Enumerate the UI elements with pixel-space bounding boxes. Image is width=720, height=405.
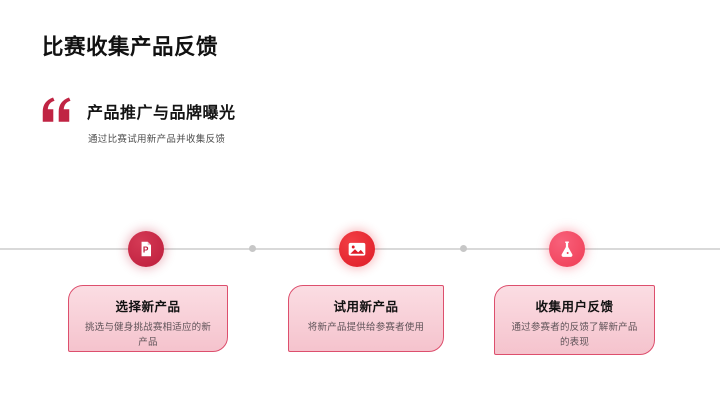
step-card-1: 选择新产品 挑选与健身挑战赛相适应的新产品: [68, 285, 228, 352]
card-body: 将新产品提供给参赛者使用: [307, 322, 425, 333]
timeline-dot: [249, 245, 256, 252]
ppt-file-icon: P: [141, 241, 151, 257]
section-subtext: 通过比赛试用新产品并收集反馈: [88, 134, 226, 145]
flask-icon: [561, 241, 573, 257]
step-card-2: 试用新产品 将新产品提供给参赛者使用: [288, 285, 444, 352]
step-circle-1: P: [128, 231, 164, 267]
step-circle-3: [549, 231, 585, 267]
card-title: 试用新产品: [333, 300, 399, 314]
step-circle-2: [339, 231, 375, 267]
card-title: 选择新产品: [115, 300, 181, 314]
card-body: 挑选与健身挑战赛相适应的新产品: [84, 322, 212, 349]
svg-text:P: P: [143, 244, 149, 254]
image-icon: [348, 242, 366, 256]
section-heading: 产品推广与品牌曝光: [87, 105, 236, 122]
step-card-3: 收集用户反馈 通过参赛者的反馈了解新产品的表现: [494, 285, 655, 355]
timeline-dot: [460, 245, 467, 252]
quote-icon: [40, 96, 72, 123]
page-title: 比赛收集产品反馈: [42, 35, 219, 59]
card-title: 收集用户反馈: [535, 300, 614, 314]
card-body: 通过参赛者的反馈了解新产品的表现: [511, 322, 638, 349]
